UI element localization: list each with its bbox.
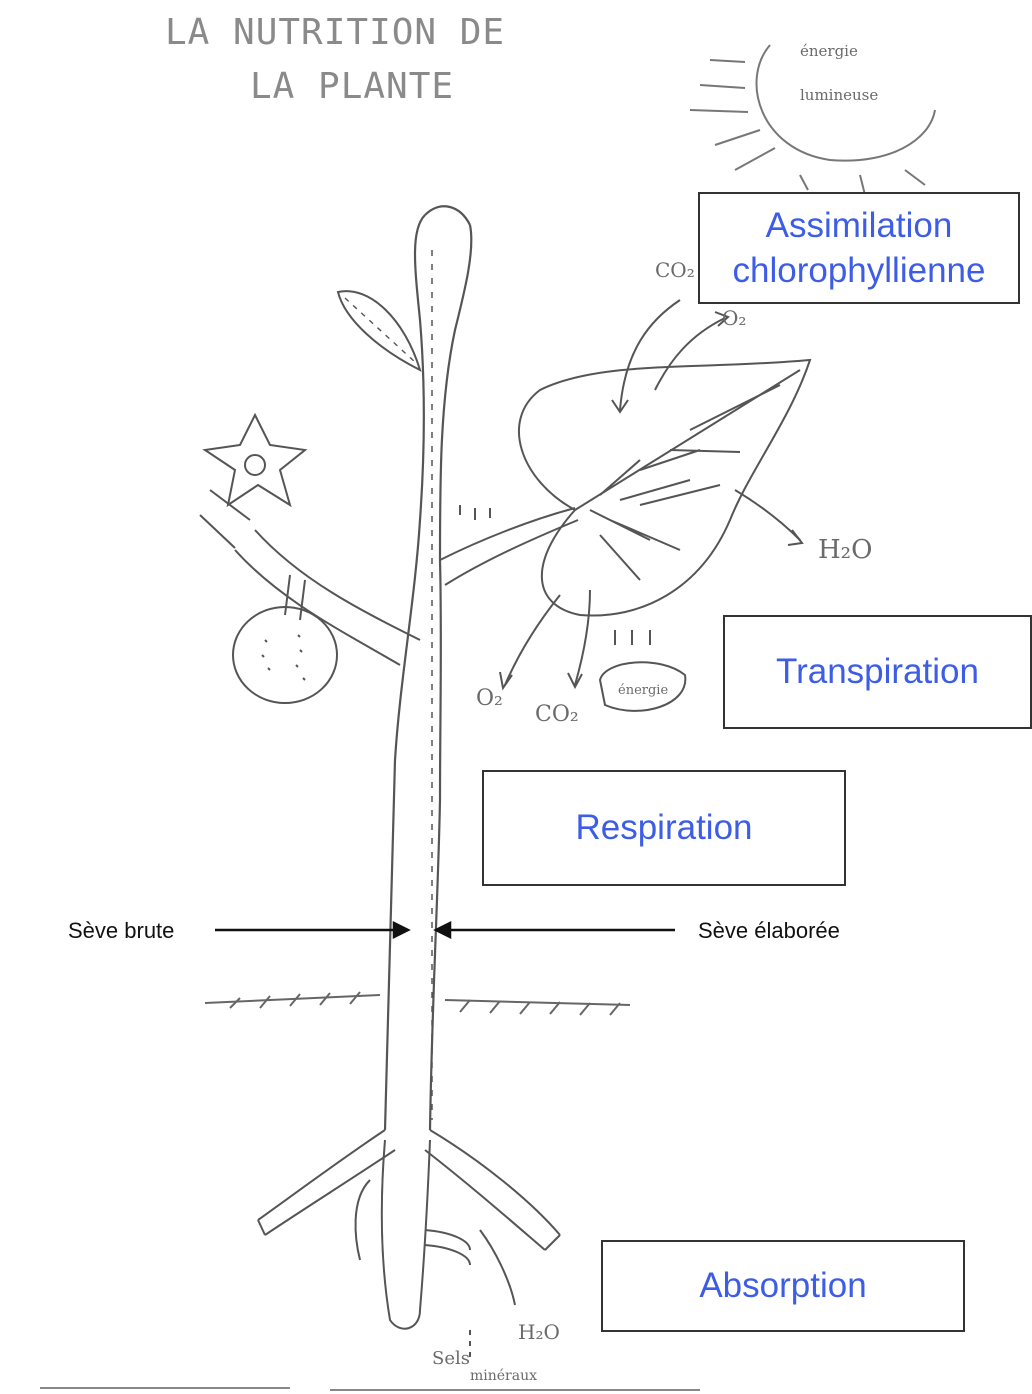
label-co2-bottom: CO₂	[535, 702, 579, 727]
page-title-line-1: LA NUTRITION DE	[165, 12, 505, 53]
respiration-box: Respiration	[482, 770, 846, 886]
left-branch	[200, 490, 420, 665]
assimilation-label-line-1: Assimilation	[766, 203, 953, 249]
bottom-line	[40, 1388, 700, 1390]
label-mineraux: minéraux	[470, 1368, 537, 1384]
label-sels: Sels	[432, 1348, 470, 1369]
big-leaf	[519, 360, 810, 616]
label-o2-bottom: O₂	[476, 686, 503, 711]
fruit-icon	[233, 607, 337, 703]
transpiration-label: Transpiration	[776, 649, 979, 695]
right-branch	[440, 505, 578, 585]
label-energie: énergie	[618, 683, 668, 698]
flower-icon	[205, 415, 305, 505]
label-co2-top: CO₂	[655, 258, 695, 282]
elaborated-sap-label: Sève élaborée	[698, 918, 840, 944]
sun-label-lumineuse: lumineuse	[800, 86, 878, 104]
label-h2o-root: H₂O	[518, 1320, 560, 1344]
sun-label-energie: énergie	[800, 42, 858, 60]
raw-sap-label: Sève brute	[68, 918, 174, 944]
label-o2-top: O₂	[722, 306, 746, 330]
page-title-line-2: LA PLANTE	[250, 66, 454, 107]
assimilation-label-line-2: chlorophyllienne	[733, 248, 986, 294]
absorption-box: Absorption	[601, 1240, 965, 1332]
roots	[258, 1130, 560, 1360]
top-leaf	[338, 291, 420, 370]
stem	[385, 206, 471, 1130]
ground-line	[205, 992, 630, 1015]
respiration-label: Respiration	[575, 805, 752, 851]
sun-icon	[690, 45, 935, 195]
sap-arrows	[215, 923, 675, 937]
assimilation-box: Assimilation chlorophyllienne	[698, 192, 1020, 304]
label-h2o-leaf: H₂O	[818, 535, 872, 565]
transpiration-box: Transpiration	[723, 615, 1032, 729]
absorption-label: Absorption	[699, 1263, 866, 1309]
